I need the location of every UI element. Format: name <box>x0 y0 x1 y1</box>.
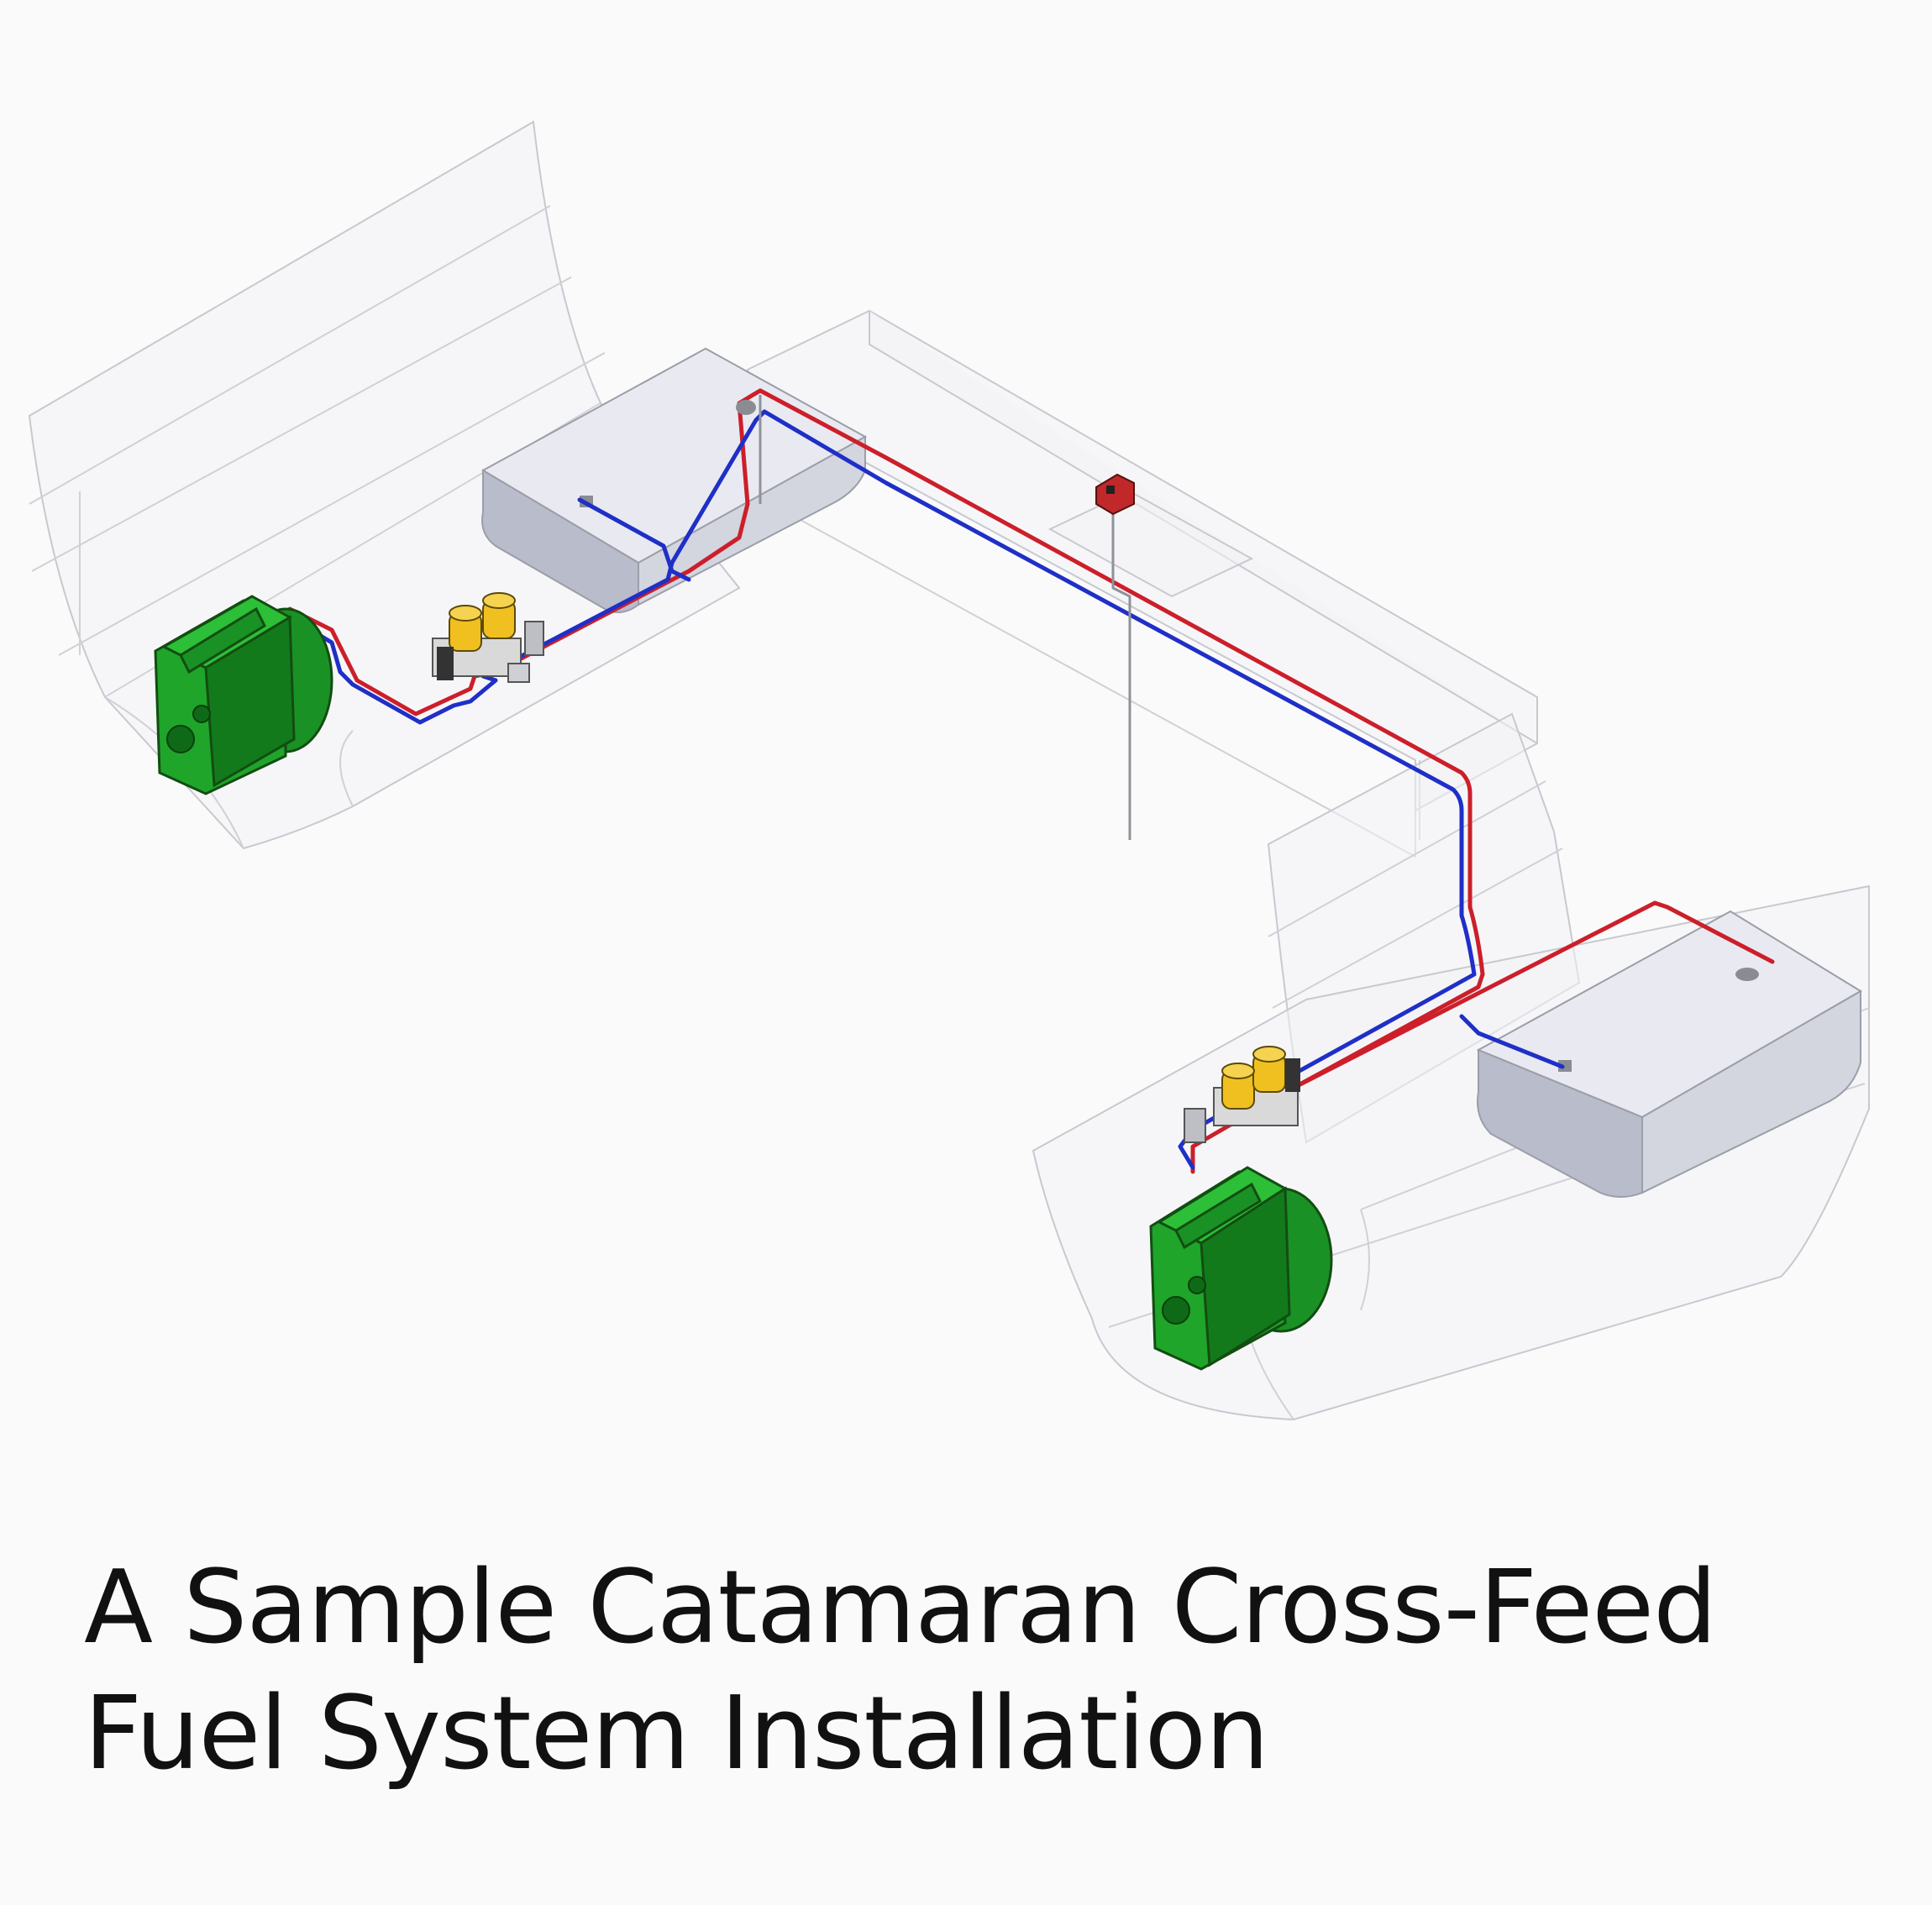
diagram-caption: A Sample Catamaran Cross-Feed Fuel Syste… <box>84 1546 1848 1797</box>
gauge-sender-icon <box>736 400 756 415</box>
starboard-tank-fitting-icon <box>1558 1060 1572 1072</box>
supply-line-starboard-tank <box>1291 900 1775 1090</box>
cross-feed-bridge <box>746 309 1538 858</box>
starboard-fuel-tank <box>1476 910 1862 1198</box>
port-engine <box>154 595 333 795</box>
starboard-engine <box>1149 1166 1333 1371</box>
starboard-tank-fill-cap-icon <box>1735 968 1759 981</box>
port-fuel-tank <box>480 347 868 613</box>
return-line-port <box>287 409 1477 1170</box>
caption-line-2: Fuel System Installation <box>84 1676 1269 1792</box>
return-line-port-tank <box>577 497 691 582</box>
pump-icon <box>1184 1108 1206 1143</box>
port-filter-manifold <box>432 592 544 683</box>
catamaran-fuel-system-drawing <box>28 120 1870 1421</box>
cross-feed-valve <box>736 400 1135 516</box>
pump-icon <box>524 621 544 656</box>
caption-line-1: A Sample Catamaran Cross-Feed <box>84 1550 1717 1666</box>
return-line-starboard-tank <box>1459 1014 1565 1069</box>
vent-line <box>1111 496 1131 840</box>
starboard-filter-manifold <box>1184 1046 1300 1143</box>
